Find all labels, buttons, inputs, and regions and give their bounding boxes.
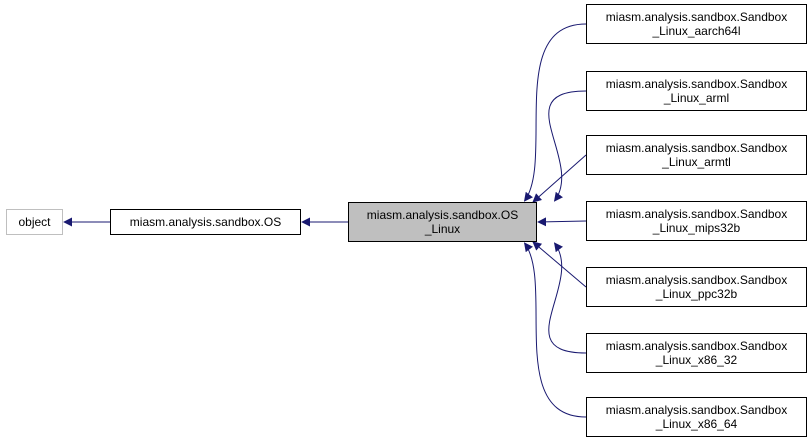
node-label-line: miasm.analysis.sandbox.Sandbox [605,207,788,221]
node-label-line: miasm.analysis.sandbox.Sandbox [605,77,788,91]
sandbox-linux-arml-node[interactable]: miasm.analysis.sandbox.Sandbox _Linux_ar… [586,71,807,111]
node-label-line: _Linux_x86_64 [655,417,738,431]
node-label-line: _Linux_mips32b [652,221,741,235]
inheritance-edge-x86_64-to-os_linux [523,242,587,418]
sandbox-linux-armtl-node[interactable]: miasm.analysis.sandbox.Sandbox _Linux_ar… [586,135,807,175]
sandbox-linux-ppc32b-node[interactable]: miasm.analysis.sandbox.Sandbox _Linux_pp… [586,267,807,307]
node-label-line: miasm.analysis.sandbox.Sandbox [605,273,788,287]
inheritance-edge-mips32b-to-os_linux [537,217,587,227]
sandbox-linux-mips32b-node[interactable]: miasm.analysis.sandbox.Sandbox _Linux_mi… [586,201,807,241]
node-label-line: _Linux_ppc32b [655,287,738,301]
inheritance-edge-aarch64l-to-os_linux [523,23,587,202]
inheritance-edge-x86_32-to-os_linux [548,242,587,354]
node-label-line: miasm.analysis.sandbox.OS [366,208,519,222]
node-label-line: _Linux_aarch64l [652,24,741,38]
inheritance-edge-armtl-to-os_linux [532,154,587,203]
node-label-line: _Linux [424,222,461,236]
node-label-line: miasm.analysis.sandbox.Sandbox [605,141,788,155]
os-node[interactable]: miasm.analysis.sandbox.OS [110,209,301,235]
node-label-line: _Linux_arml [663,91,730,105]
node-label-line: miasm.analysis.sandbox.OS [129,215,282,229]
node-label-line: miasm.analysis.sandbox.Sandbox [605,10,788,24]
node-label-line: miasm.analysis.sandbox.Sandbox [605,403,788,417]
node-label-line: _Linux_armtl [662,155,731,169]
object-node: object [6,209,63,235]
sandbox-linux-aarch64l-node[interactable]: miasm.analysis.sandbox.Sandbox _Linux_aa… [586,4,807,44]
node-label-line: _Linux_x86_32 [655,353,738,367]
inheritance-edge-arml-to-os_linux [548,90,587,202]
node-label-line: miasm.analysis.sandbox.Sandbox [605,339,788,353]
sandbox-linux-x86-64-node[interactable]: miasm.analysis.sandbox.Sandbox _Linux_x8… [586,397,807,437]
sandbox-linux-x86-32-node[interactable]: miasm.analysis.sandbox.Sandbox _Linux_x8… [586,333,807,373]
os-linux-node: miasm.analysis.sandbox.OS _Linux [348,202,537,242]
node-label-line: object [18,215,51,229]
inheritance-edge-ppc32b-to-os_linux [532,241,587,288]
